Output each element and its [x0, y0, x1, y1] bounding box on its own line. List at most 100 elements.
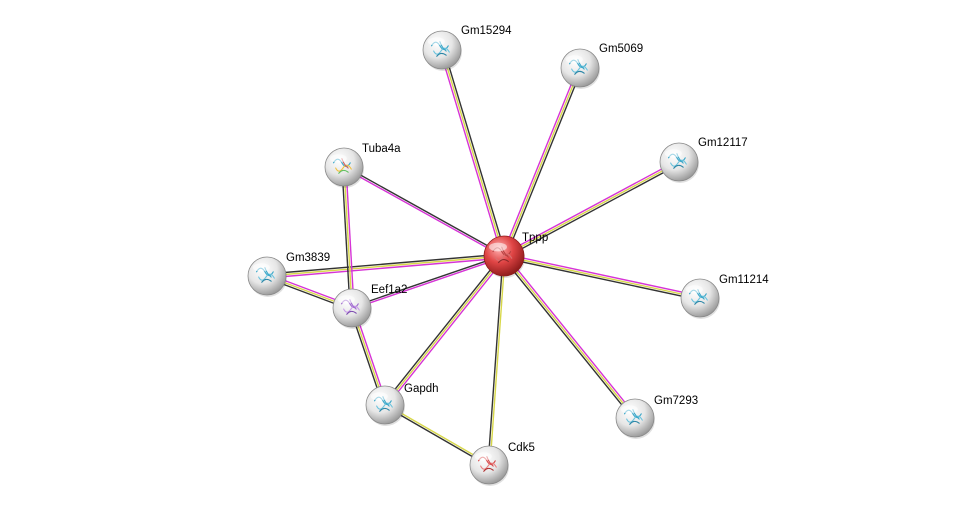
- node-gm11214[interactable]: Gm11214: [680, 274, 769, 319]
- node-label: Tuba4a: [362, 143, 401, 155]
- structure-strand: [346, 310, 357, 315]
- edge-evidence-line: [505, 68, 583, 258]
- structure-strand: [483, 467, 494, 472]
- structure-strand: [494, 253, 513, 261]
- node-highlight: [329, 154, 347, 163]
- structure-strand: [376, 402, 393, 410]
- node-highlight: [489, 242, 507, 252]
- edge-evidence-line: [501, 256, 634, 420]
- node-gm7293[interactable]: Gm7293: [615, 395, 698, 439]
- edge-tppp-gm15294[interactable]: [439, 49, 507, 257]
- edge-evidence-line: [504, 253, 701, 297]
- node-label: Gm11214: [719, 274, 769, 286]
- edge-evidence-line: [351, 254, 504, 308]
- node-highlight: [337, 295, 355, 304]
- edge-evidence-line: [345, 166, 355, 308]
- node-highlight: [427, 37, 445, 46]
- node-highlight: [685, 285, 703, 294]
- edge-tppp-gm12117[interactable]: [502, 159, 681, 259]
- edge-evidence-line: [384, 405, 489, 467]
- node-label: Gm7293: [654, 395, 698, 407]
- edge-evidence-line: [504, 163, 681, 259]
- edge-evidence-line: [441, 49, 505, 257]
- node-label: Eef1a2: [371, 284, 407, 296]
- structure-strand: [480, 462, 497, 470]
- edge-evidence-line: [385, 403, 490, 465]
- edge-evidence-line: [503, 255, 701, 299]
- node-label: Gm12117: [698, 137, 748, 149]
- structure-strand: [571, 65, 588, 73]
- structure-strand: [335, 164, 352, 172]
- edge-evidence-line: [502, 159, 679, 255]
- edge-evidence-line: [501, 66, 579, 256]
- structure-strand: [574, 70, 585, 75]
- structure-strand: [670, 159, 687, 167]
- node-highlight: [565, 55, 583, 64]
- edge-tppp-gm5069[interactable]: [501, 66, 583, 258]
- node-label: Gm5069: [599, 43, 643, 55]
- node-gm12117[interactable]: Gm12117: [659, 137, 748, 183]
- structure-strand: [497, 259, 509, 264]
- node-highlight: [370, 392, 388, 401]
- structure-strand: [691, 295, 708, 303]
- edge-tppp-gm11214[interactable]: [503, 253, 701, 301]
- edge-gapdh-cdk5[interactable]: [384, 403, 490, 467]
- node-highlight: [620, 405, 638, 414]
- node-label: Tppp: [522, 232, 548, 244]
- node-cdk5[interactable]: Cdk5: [469, 442, 535, 486]
- node-label: Gm3839: [286, 252, 330, 264]
- edge-evidence-line: [384, 255, 505, 406]
- structure-strand: [258, 273, 275, 281]
- structure-strand: [626, 415, 643, 423]
- node-gm15294[interactable]: Gm15294: [422, 25, 512, 71]
- edge-tppp-gm7293[interactable]: [501, 254, 638, 420]
- edge-evidence-line: [266, 255, 505, 277]
- node-gapdh[interactable]: Gapdh: [365, 383, 439, 426]
- edge-tppp-gapdh[interactable]: [382, 254, 507, 407]
- nodes-layer: Tppp Gm15294Gm5069Gm12117Tuba4aGm3839Eef1…: [247, 25, 769, 486]
- structure-strand: [436, 52, 447, 57]
- structure-strand: [673, 164, 684, 169]
- edge-evidence-line: [503, 255, 636, 419]
- structure-strand: [433, 47, 450, 55]
- node-highlight: [252, 263, 270, 272]
- edge-evidence-line: [382, 254, 503, 405]
- edge-evidence-line: [343, 166, 353, 309]
- edge-evidence-line: [443, 49, 507, 256]
- node-gm3839[interactable]: Gm3839: [247, 252, 330, 297]
- edge-evidence-line: [503, 257, 700, 301]
- node-gm5069[interactable]: Gm5069: [560, 43, 643, 89]
- edge-tppp-cdk5[interactable]: [487, 255, 506, 466]
- structure-strand: [338, 169, 349, 174]
- edges-layer: [266, 49, 701, 467]
- edge-evidence-line: [266, 253, 504, 275]
- edge-evidence-line: [505, 254, 638, 418]
- edge-evidence-line: [487, 255, 504, 465]
- node-label: Cdk5: [508, 442, 535, 454]
- edge-evidence-line: [503, 67, 581, 257]
- structure-strand: [694, 300, 705, 305]
- node-eef1a2[interactable]: Eef1a2: [332, 284, 407, 329]
- edge-evidence-line: [344, 165, 505, 256]
- edge-evidence-line: [343, 167, 504, 258]
- structure-strand: [379, 407, 390, 412]
- node-highlight: [474, 452, 492, 461]
- structure-strand: [261, 278, 272, 283]
- edge-evidence-line: [503, 161, 680, 257]
- node-label: Gm15294: [461, 25, 512, 37]
- edge-tppp-eef1a2[interactable]: [351, 254, 505, 310]
- node-label: Gapdh: [404, 383, 439, 395]
- node-highlight: [664, 149, 682, 158]
- edge-tppp-gm3839[interactable]: [266, 253, 505, 279]
- edge-evidence-line: [489, 256, 506, 466]
- node-tppp[interactable]: Tppp: [483, 232, 548, 278]
- edge-tuba4a-eef1a2[interactable]: [341, 166, 355, 309]
- structure-strand: [343, 305, 360, 313]
- edge-evidence-line: [439, 50, 503, 257]
- structure-strand: [629, 420, 640, 425]
- node-tuba4a[interactable]: Tuba4a: [324, 143, 401, 188]
- edge-evidence-line: [267, 257, 505, 279]
- edge-tppp-tuba4a[interactable]: [343, 165, 505, 258]
- edge-evidence-line: [352, 256, 505, 310]
